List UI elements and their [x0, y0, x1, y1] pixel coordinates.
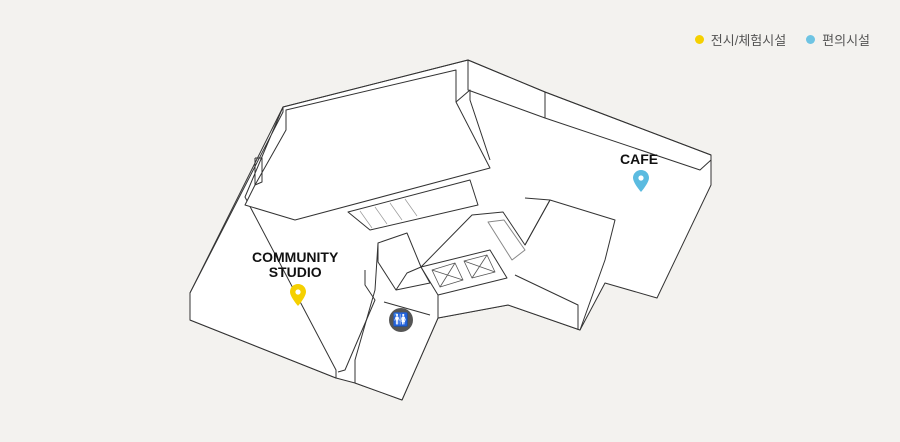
blue-dot-icon: [806, 35, 816, 44]
core-block: [354, 199, 616, 401]
legend-item-amenities[interactable]: 편의시설: [806, 30, 870, 49]
stairs-upper: [347, 179, 479, 231]
place-label-cafe[interactable]: CAFE: [620, 152, 658, 167]
legend-label: 편의시설: [822, 33, 870, 48]
place-label-community-studio[interactable]: COMMUNITY STUDIO: [252, 250, 338, 280]
blue-map-pin-icon[interactable]: [633, 170, 649, 192]
place-name-line: STUDIO: [268, 264, 322, 280]
stairs-lower: [487, 219, 526, 261]
outer-wall-left: [189, 106, 337, 379]
elevator-icons: [431, 254, 496, 288]
yellow-map-pin-icon[interactable]: [290, 284, 306, 306]
legend-item-exhibition[interactable]: 전시/체험시설: [694, 30, 787, 49]
place-name-line: CAFE: [620, 151, 659, 167]
yellow-dot-icon: [694, 35, 704, 44]
map-legend: 전시/체험시설 편의시설: [694, 30, 870, 49]
restroom-icon[interactable]: 🚻: [389, 308, 413, 332]
place-name-line: COMMUNITY: [252, 249, 339, 265]
upper-block: [244, 69, 491, 221]
legend-label: 전시/체험시설: [710, 33, 787, 48]
